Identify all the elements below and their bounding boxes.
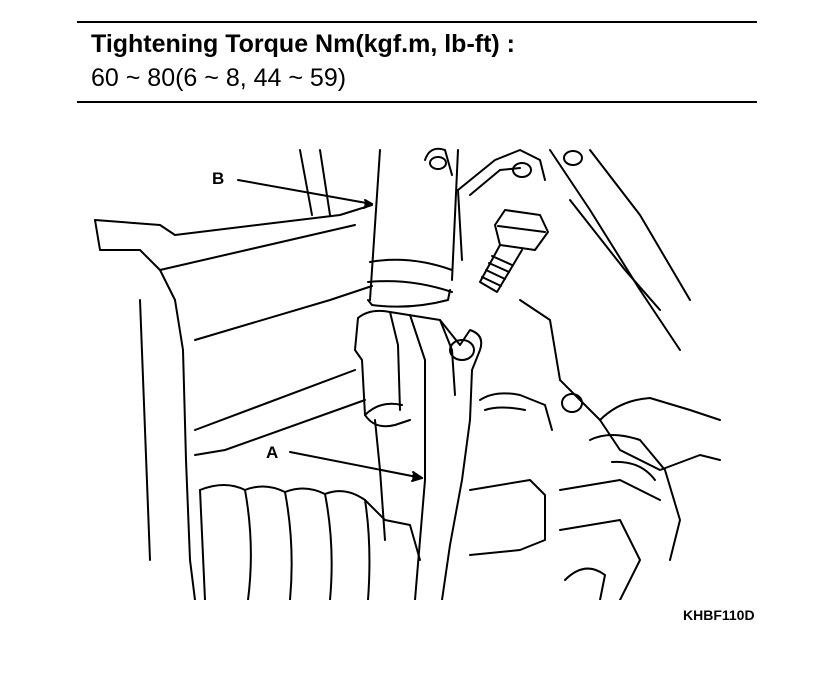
- figure-code: KHBF110D: [683, 607, 755, 623]
- suspension-line-drawing: [94, 147, 721, 600]
- top-rule: [77, 21, 757, 23]
- callout-label-b: B: [212, 169, 225, 188]
- torque-spec-value: 60 ~ 80(6 ~ 8, 44 ~ 59): [91, 64, 347, 92]
- body-panel: [94, 149, 373, 600]
- callout-label-a: A: [266, 443, 279, 462]
- upper-bracket: [424, 147, 691, 351]
- flange-bolt: [479, 209, 549, 293]
- callout-leaders: [237, 179, 423, 482]
- torque-spec-title: Tightening Torque Nm(kgf.m, lb-ft) :: [91, 30, 516, 58]
- bottom-rule: [77, 101, 757, 103]
- knuckle-hub: [469, 299, 721, 600]
- driveshaft-boot: [199, 484, 421, 600]
- strut-body: [367, 149, 463, 308]
